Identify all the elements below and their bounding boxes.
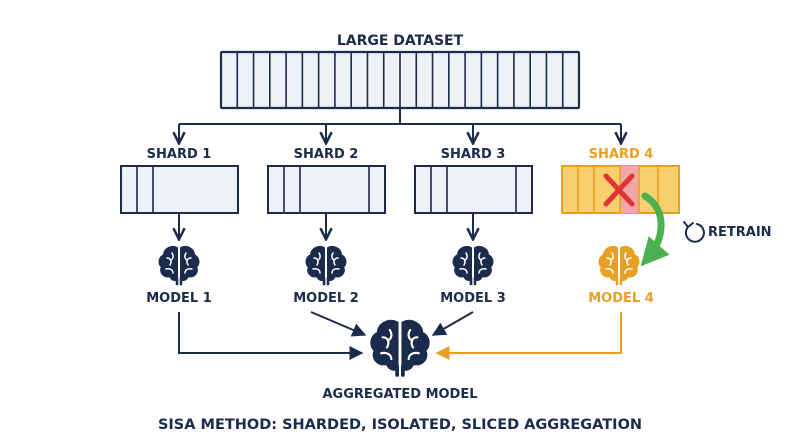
brain-icon bbox=[158, 246, 200, 285]
shard-2-box bbox=[267, 165, 386, 214]
red-x-icon bbox=[603, 173, 635, 207]
brain-icon bbox=[598, 246, 640, 285]
diagram-caption: SISA METHOD: SHARDED, ISOLATED, SLICED A… bbox=[158, 417, 642, 433]
model-1-label: MODEL 1 bbox=[146, 291, 212, 306]
shard-model-arrows bbox=[179, 213, 473, 238]
shard-1-box bbox=[120, 165, 239, 214]
refresh-icon bbox=[683, 221, 705, 243]
model-2-label: MODEL 2 bbox=[293, 291, 359, 306]
large-dataset-bar bbox=[219, 50, 581, 110]
brain-icon bbox=[452, 246, 494, 285]
retrain-label: RETRAIN bbox=[708, 225, 772, 240]
aggregation-arrows bbox=[178, 311, 622, 360]
removed-data-slice bbox=[620, 166, 639, 213]
brain-icon bbox=[305, 246, 347, 285]
dataset-title: LARGE DATASET bbox=[337, 33, 464, 49]
model-3-label: MODEL 3 bbox=[440, 291, 506, 306]
retrain-arrow bbox=[640, 192, 670, 267]
shard-2-label: SHARD 2 bbox=[294, 147, 359, 162]
aggregated-brain-icon bbox=[370, 320, 430, 377]
distribution-arrows bbox=[179, 108, 621, 142]
shard-4-box bbox=[561, 165, 680, 214]
shard-1-label: SHARD 1 bbox=[147, 147, 212, 162]
aggregated-model-label: AGGREGATED MODEL bbox=[322, 387, 477, 402]
shard-4-label: SHARD 4 bbox=[589, 147, 654, 162]
model-4-label: MODEL 4 bbox=[588, 291, 654, 306]
shard-3-label: SHARD 3 bbox=[441, 147, 506, 162]
shard-3-box bbox=[414, 165, 533, 214]
